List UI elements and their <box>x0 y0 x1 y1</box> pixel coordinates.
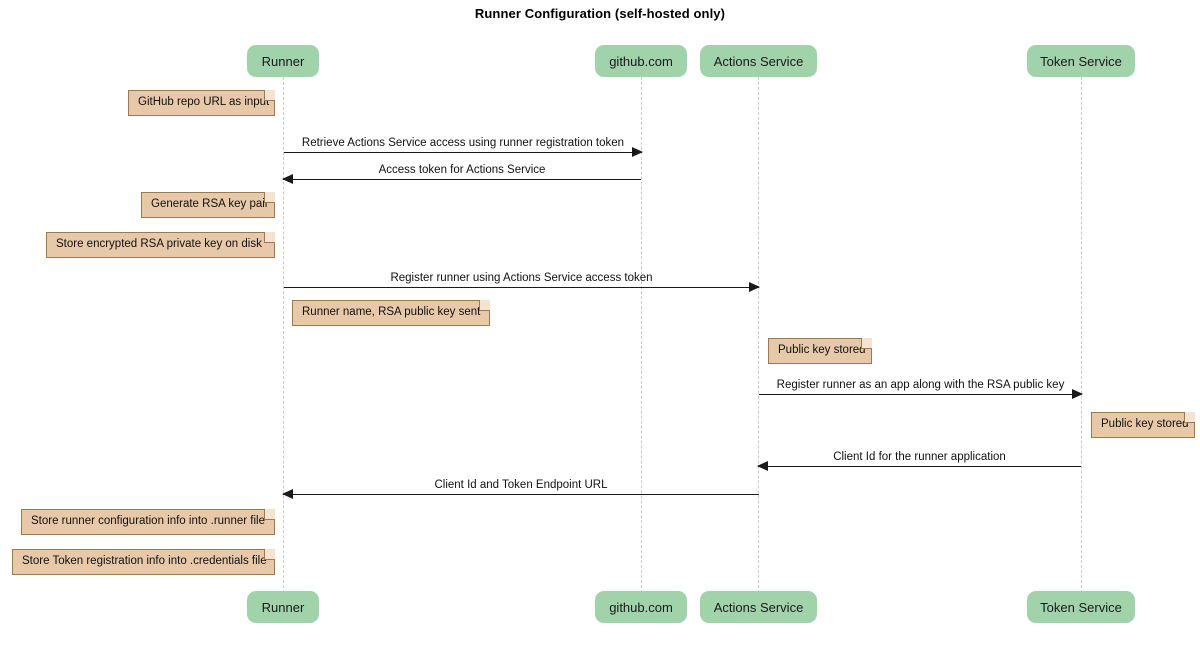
participant-actions-bottom[interactable]: Actions Service <box>700 591 817 623</box>
note-public-key-stored-actions: Public key stored <box>768 338 872 364</box>
message-label: Register runner using Actions Service ac… <box>390 271 653 284</box>
message-label: Access token for Actions Service <box>378 163 546 176</box>
participant-github-top[interactable]: github.com <box>595 45 687 77</box>
arrowhead-left-icon <box>282 174 293 184</box>
participant-runner-bottom[interactable]: Runner <box>247 591 319 623</box>
note-fold-icon <box>264 232 275 243</box>
note-text: GitHub repo URL as input <box>138 96 270 109</box>
arrowhead-left-icon <box>757 461 768 471</box>
participant-label: Token Service <box>1040 53 1122 69</box>
note-fold-icon <box>264 192 275 203</box>
message-label: Register runner as an app along with the… <box>776 378 1065 391</box>
lifeline-github <box>641 77 642 593</box>
note-fold-icon <box>264 509 275 520</box>
note-store-runner-configuration: Store runner configuration info into .ru… <box>21 509 275 535</box>
lifeline-runner <box>283 77 284 593</box>
note-fold-icon <box>1184 412 1195 423</box>
participant-label: Actions Service <box>713 599 804 615</box>
note-text: Runner name, RSA public key sent <box>302 306 481 319</box>
message-retrieve-actions-service-access: Retrieve Actions Service access using ru… <box>284 137 643 157</box>
note-fold-icon <box>264 549 275 560</box>
note-public-key-stored-token: Public key stored <box>1091 412 1195 438</box>
note-store-encrypted-rsa-private-key: Store encrypted RSA private key on disk <box>46 232 275 258</box>
note-fold-icon <box>479 300 490 311</box>
participant-label: github.com <box>609 599 673 615</box>
arrowhead-right-icon <box>749 282 760 292</box>
participant-label: github.com <box>609 53 673 69</box>
arrowhead-left-icon <box>282 489 293 499</box>
note-generate-rsa-key-pair: Generate RSA key pair <box>141 192 275 218</box>
note-text: Public key stored <box>778 344 866 357</box>
message-label: Retrieve Actions Service access using ru… <box>301 136 625 149</box>
message-client-id-and-token-endpoint-url: Client Id and Token Endpoint URL <box>282 479 759 499</box>
message-client-id-for-runner-application: Client Id for the runner application <box>757 451 1081 471</box>
participant-label: Runner <box>261 53 305 69</box>
note-text: Public key stored <box>1101 418 1189 431</box>
participant-actions-top[interactable]: Actions Service <box>700 45 817 77</box>
arrowhead-right-icon <box>1072 389 1083 399</box>
participant-token-bottom[interactable]: Token Service <box>1027 591 1135 623</box>
note-text: Store Token registration info into .cred… <box>22 555 267 568</box>
message-label: Client Id and Token Endpoint URL <box>434 478 608 491</box>
note-fold-icon <box>861 338 872 349</box>
note-store-token-registration: Store Token registration info into .cred… <box>12 549 275 575</box>
participant-label: Runner <box>261 599 305 615</box>
participant-label: Token Service <box>1040 599 1122 615</box>
participant-runner-top[interactable]: Runner <box>247 45 319 77</box>
arrowhead-right-icon <box>632 147 643 157</box>
note-runner-name-rsa-public-key-sent: Runner name, RSA public key sent <box>292 300 490 326</box>
participant-token-top[interactable]: Token Service <box>1027 45 1135 77</box>
note-text: Store encrypted RSA private key on disk <box>56 238 262 251</box>
message-register-runner-using-access-token: Register runner using Actions Service ac… <box>284 272 760 292</box>
participant-github-bottom[interactable]: github.com <box>595 591 687 623</box>
participant-label: Actions Service <box>713 53 804 69</box>
lifeline-actions <box>758 77 759 593</box>
note-fold-icon <box>264 90 275 101</box>
note-text: Store runner configuration info into .ru… <box>31 515 265 528</box>
page-title: Runner Configuration (self-hosted only) <box>474 6 726 21</box>
lifeline-token <box>1081 77 1082 593</box>
note-github-repo-url: GitHub repo URL as input <box>128 90 275 116</box>
message-access-token-for-actions-service: Access token for Actions Service <box>282 164 641 184</box>
message-label: Client Id for the runner application <box>833 450 1006 463</box>
note-text: Generate RSA key pair <box>151 198 269 211</box>
message-register-runner-as-app: Register runner as an app along with the… <box>759 379 1083 399</box>
